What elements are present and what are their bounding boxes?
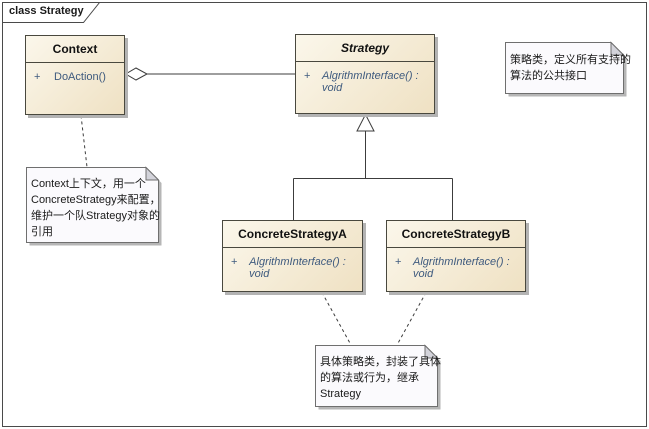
method-visibility: + xyxy=(231,256,238,268)
note-link-concrete-a xyxy=(321,292,352,346)
note-link-concrete-b xyxy=(396,292,427,346)
note-line: 策略类，定义所有支持的 xyxy=(510,54,631,66)
context-note-text: Context上下文，用一个 ConcreteStrategy来配置， 维护一个… xyxy=(31,176,161,240)
class-box-context[interactable]: Context + DoAction() xyxy=(25,35,125,115)
note-line: ConcreteStrategy来配置， xyxy=(31,194,161,206)
method-signature: AlgrithmInterface() : void xyxy=(249,256,346,280)
concrete-note-text: 具体策略类，封装了具体 的算法或行为，继承 Strategy xyxy=(320,354,441,402)
class-name-strategy: Strategy xyxy=(296,35,434,62)
aggregation-diamond xyxy=(124,67,149,81)
context-note-shape[interactable] xyxy=(26,167,159,243)
note-line: 具体策略类，封装了具体 xyxy=(320,356,441,368)
diagram-frame-tab xyxy=(2,2,101,23)
note-line: Context上下文，用一个 xyxy=(31,178,146,190)
class-box-concrete-strategy-a[interactable]: ConcreteStrategyA + AlgrithmInterface() … xyxy=(222,220,363,292)
note-line: 维护一个队Strategy对象的 xyxy=(31,210,160,222)
strategy-note-text: 策略类，定义所有支持的 算法的公共接口 xyxy=(510,52,631,84)
method-signature: AlgrithmInterface() : void xyxy=(322,70,419,94)
method-visibility: + xyxy=(34,71,41,83)
note-line: Strategy xyxy=(320,388,361,400)
strategy-note-fold-icon xyxy=(610,41,625,56)
class-name-concrete-b: ConcreteStrategyB xyxy=(387,221,525,248)
class-name-context: Context xyxy=(26,36,124,63)
class-name-concrete-a: ConcreteStrategyA xyxy=(223,221,362,248)
class-methods-strategy: + AlgrithmInterface() : void xyxy=(296,62,434,94)
note-line: 引用 xyxy=(31,226,53,238)
class-box-strategy[interactable]: Strategy + AlgrithmInterface() : void xyxy=(295,34,435,114)
method-row[interactable]: + AlgrithmInterface() : void xyxy=(391,256,521,280)
method-visibility: + xyxy=(395,256,402,268)
method-signature: DoAction() xyxy=(54,71,106,83)
method-row[interactable]: + DoAction() xyxy=(30,71,120,83)
method-row[interactable]: + AlgrithmInterface() : void xyxy=(300,70,430,94)
method-signature: AlgrithmInterface() : void xyxy=(413,256,510,280)
diagram-frame-label: class Strategy xyxy=(9,5,84,17)
note-line: 算法的公共接口 xyxy=(510,70,587,82)
method-visibility: + xyxy=(304,70,311,82)
class-methods-context: + DoAction() xyxy=(26,63,124,83)
method-row[interactable]: + AlgrithmInterface() : void xyxy=(227,256,358,280)
concrete-note-shape[interactable] xyxy=(315,345,438,407)
class-methods-concrete-a: + AlgrithmInterface() : void xyxy=(223,248,362,280)
context-note-fold-icon xyxy=(145,166,160,181)
generalization-triangle xyxy=(356,113,375,132)
class-box-concrete-strategy-b[interactable]: ConcreteStrategyB + AlgrithmInterface() … xyxy=(386,220,526,292)
concrete-note-fold-icon xyxy=(424,344,439,359)
note-link-context xyxy=(80,115,88,168)
class-methods-concrete-b: + AlgrithmInterface() : void xyxy=(387,248,525,280)
strategy-note-shape[interactable] xyxy=(505,42,624,94)
note-line: 的算法或行为，继承 xyxy=(320,372,419,384)
